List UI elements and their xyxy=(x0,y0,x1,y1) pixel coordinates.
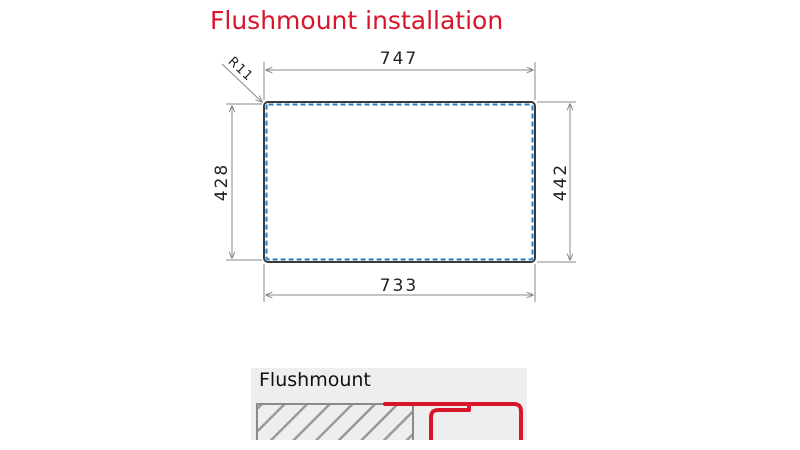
flushmount-dimension-drawing: 747 733 428 442 R11 xyxy=(212,49,576,302)
corner-radius-label: R11 xyxy=(225,54,256,84)
sink-inner-wall-red xyxy=(439,410,515,440)
left-height-label: 428 xyxy=(212,163,232,201)
section-detail-drawing xyxy=(256,402,523,440)
right-height-label: 442 xyxy=(551,163,571,201)
top-width-label: 747 xyxy=(380,49,418,69)
sink-outline xyxy=(263,101,536,263)
flushmount-section-panel: Flushmount xyxy=(251,368,527,440)
radius-leader-line xyxy=(221,63,262,102)
page-title: Flushmount installation xyxy=(210,6,504,35)
cutout-dashed-outline xyxy=(265,103,534,261)
section-label: Flushmount xyxy=(259,369,371,391)
bottom-width-label: 733 xyxy=(380,276,418,296)
countertop-hatch xyxy=(256,403,414,440)
sink-profile-red xyxy=(383,402,523,440)
extension-lines xyxy=(226,62,576,302)
